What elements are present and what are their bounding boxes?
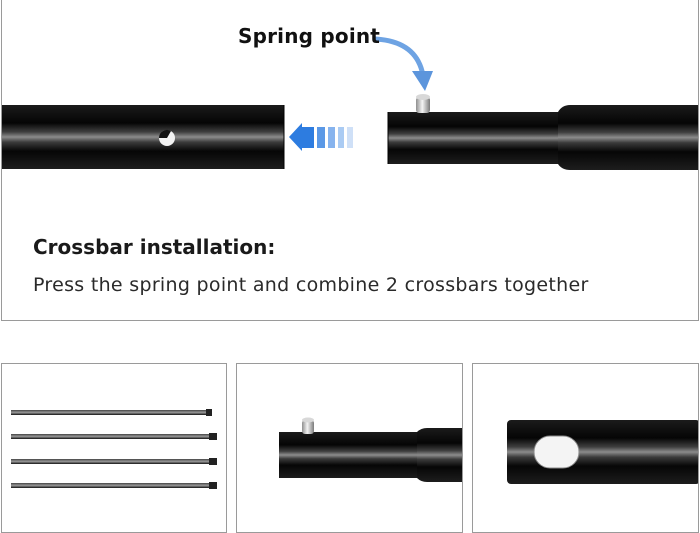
crossbars-photo <box>11 409 217 489</box>
hole-closeup-panel <box>472 363 699 533</box>
spring-closeup-photo <box>279 417 462 482</box>
tube-hole <box>533 435 580 469</box>
hole-closeup-photo <box>507 420 698 484</box>
crossbar-rod <box>11 433 217 440</box>
instruction-panel: Spring point Crossbar installation: Pres… <box>1 0 699 321</box>
spring-point <box>302 417 314 434</box>
tube-hole <box>158 129 175 146</box>
spring-closeup-panel <box>236 363 463 533</box>
crossbar-rod <box>11 482 217 489</box>
right-crossbar <box>387 94 698 170</box>
spring-point-label: Spring point <box>238 24 381 48</box>
instruction-text: Press the spring point and combine 2 cro… <box>33 274 589 296</box>
arrow-left-icon <box>289 123 353 151</box>
left-crossbar <box>2 105 285 169</box>
curved-arrow-icon <box>372 36 433 91</box>
crossbar-rod <box>11 409 212 416</box>
crossbar-rod <box>11 458 217 465</box>
crossbar-diagram <box>2 36 698 170</box>
instruction-title: Crossbar installation: <box>33 235 276 259</box>
crossbars-photo-panel <box>1 363 227 533</box>
spring-point <box>416 94 430 113</box>
